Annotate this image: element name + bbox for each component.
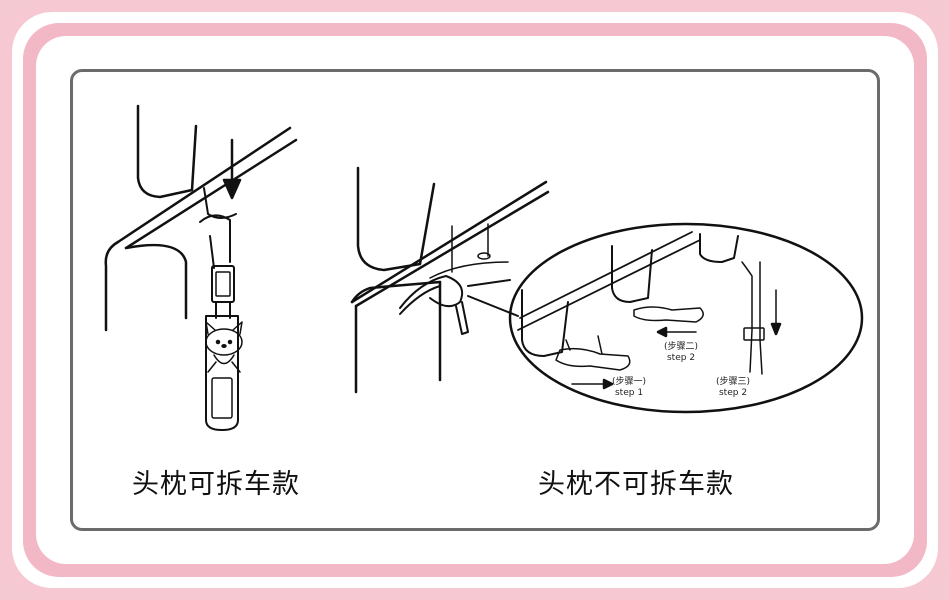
left-headrest-post [136,104,198,199]
left-seat-back [104,240,120,332]
step-2-cn: (步骤二) [664,342,699,352]
step-2-label: (步骤二) step 2 [664,342,698,364]
zoom-callout-ellipse [508,222,864,414]
illustration-panel [70,69,880,531]
step-3-label: (步骤三) step 2 [716,377,750,399]
step-3-cn: (步骤三) [716,377,751,387]
step-1-cn: (步骤一) [612,377,647,387]
step-1-label: (步骤一) step 1 [612,377,646,399]
step-2-en: step 2 [666,353,696,363]
hello-kitty-icon [205,321,243,373]
right-headrest-diagram [350,166,864,414]
step-3-en: step 2 [718,388,748,398]
step-1-en: step 1 [614,388,644,398]
caption-fixed-headrest: 头枕不可拆车款 [538,469,734,500]
caption-removable-headrest: 头枕可拆车款 [132,469,300,500]
left-bar-top [116,126,292,244]
right-bar-top [350,180,548,304]
left-headrest-diagram [104,104,298,431]
right-headrest-post [356,166,436,272]
